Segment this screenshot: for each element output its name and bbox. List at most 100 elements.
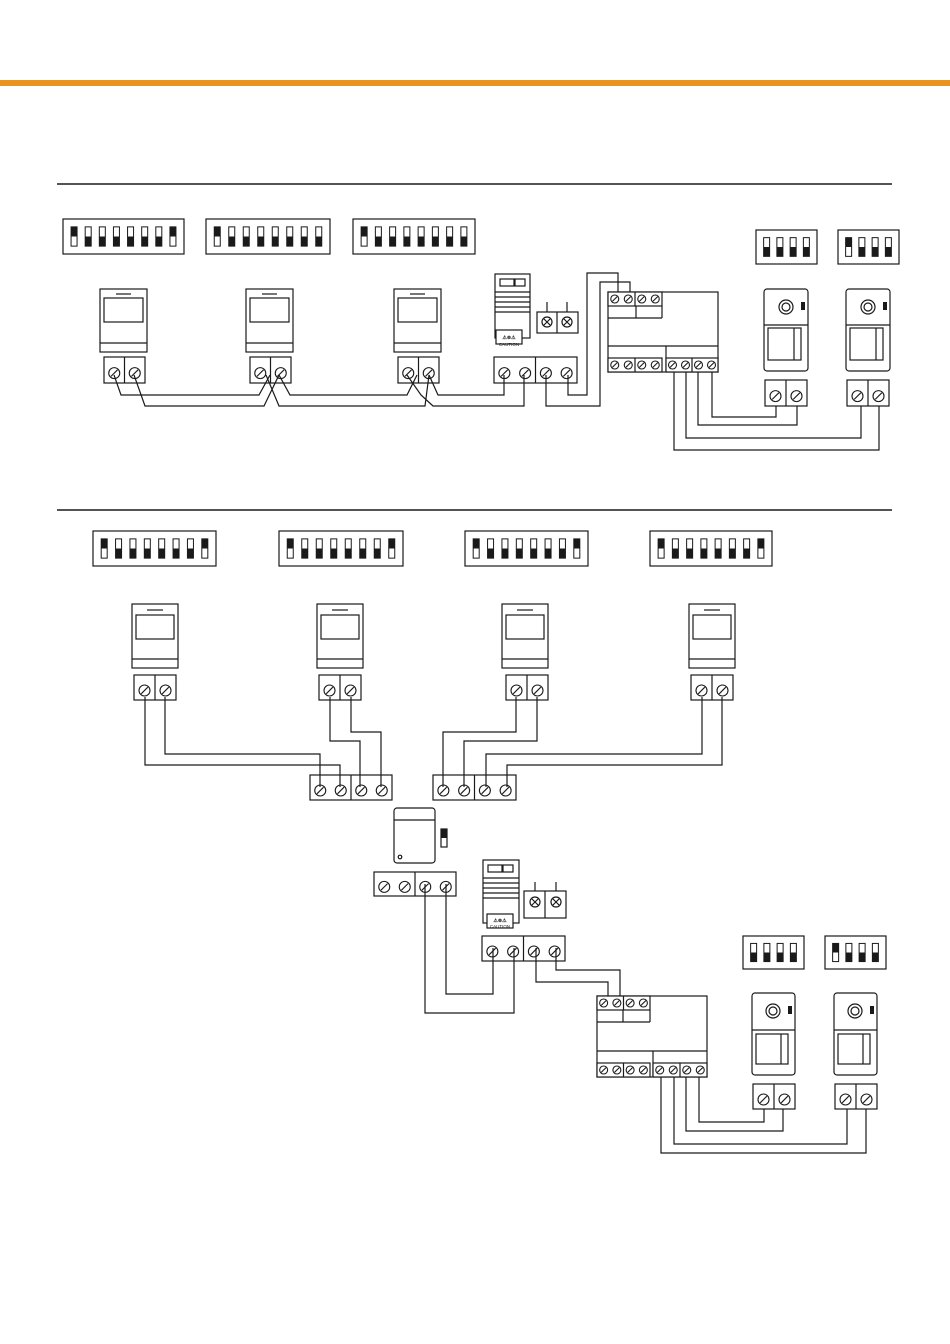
dip-toggle-off <box>531 549 537 559</box>
dip-toggle-on <box>389 539 395 549</box>
dip-toggle-off <box>390 237 396 247</box>
dip-toggle-off <box>287 237 293 247</box>
dip-toggle-off <box>316 237 322 247</box>
dip-toggle-off <box>872 953 878 962</box>
dip-toggle-off <box>729 549 735 559</box>
dip-toggle-off <box>715 549 721 559</box>
monitor-2 <box>317 604 363 668</box>
dip-toggle-off <box>885 247 891 256</box>
dip-switch-panel-1 <box>756 230 817 264</box>
dip-toggle-on <box>71 227 77 237</box>
dip-switch-monitor-4 <box>650 531 772 566</box>
dip-toggle-off <box>790 953 796 962</box>
monitor-3-terminal-block <box>506 675 548 700</box>
dip-toggle-off <box>374 549 380 559</box>
dip-toggle-on <box>202 539 208 549</box>
dip-toggle-off <box>116 549 122 559</box>
distributor-bottom-left-terminals <box>597 1063 650 1077</box>
dip-switch-monitor-1 <box>93 531 216 566</box>
door-panel-2-terminals <box>847 380 889 406</box>
dip-toggle-off <box>751 953 757 962</box>
section-2: ⚠⊗⚠ CAUTION <box>93 531 886 1153</box>
dip-toggle-off <box>502 549 508 559</box>
distributor-bottom-left-terminals <box>608 358 662 372</box>
dip-toggle-off <box>229 237 235 247</box>
dip-toggle-off <box>418 237 424 247</box>
distributor-bottom-right-terminals <box>666 358 718 372</box>
dip-toggle-off <box>777 247 783 256</box>
dip-toggle-off <box>488 549 494 559</box>
dip-toggle-off <box>764 247 770 256</box>
dip-toggle-off <box>375 237 381 247</box>
dip-switch-panel-1 <box>743 936 804 969</box>
dip-toggle-off <box>144 549 150 559</box>
dip-toggle-off <box>859 953 865 962</box>
dip-switch-panel-2 <box>838 230 899 264</box>
door-panel-2 <box>846 289 890 371</box>
dip-toggle-off <box>301 237 307 247</box>
junction-left-terminals <box>310 775 392 800</box>
svg-text:⚠⊗⚠: ⚠⊗⚠ <box>502 335 516 341</box>
dip-switch-monitor-2 <box>279 531 403 566</box>
dip-toggle-on <box>846 238 852 247</box>
monitor-2-terminal-block <box>319 675 361 700</box>
dip-toggle-off <box>360 549 366 559</box>
dip-toggle-off <box>130 549 136 559</box>
distributor-top-terminals <box>608 292 662 306</box>
monitor-4 <box>689 604 735 668</box>
caution-label: CAUTION <box>490 924 510 929</box>
dip-toggle-on <box>101 539 107 549</box>
dip-toggle-on <box>287 539 293 549</box>
monitor-2-terminal-block <box>250 357 291 383</box>
dip-toggle-off <box>790 247 796 256</box>
monitor-3-terminal-block <box>398 357 439 383</box>
dip-toggle-off <box>113 237 119 247</box>
power-supply-terminal-block <box>482 936 565 961</box>
door-panel-1 <box>764 289 808 371</box>
power-supply-unit: ⚠⊗⚠ CAUTION <box>495 274 530 347</box>
dip-toggle-off <box>302 549 308 559</box>
dip-toggle-off <box>872 247 878 256</box>
dip-toggle-off <box>156 237 162 247</box>
dip-toggle-off <box>744 549 750 559</box>
dip-toggle-off <box>331 549 337 559</box>
dip-toggle-off <box>672 549 678 559</box>
monitor-4-terminal-block <box>691 675 733 700</box>
dip-switch-monitor-1 <box>63 219 184 254</box>
dip-toggle-off <box>859 247 865 256</box>
dip-switch-monitor-2 <box>206 219 330 254</box>
monitor-1-terminal-block <box>104 357 145 383</box>
dip-toggle-off <box>404 237 410 247</box>
distributor-top-terminals <box>597 996 650 1010</box>
dip-toggle-off <box>545 549 551 559</box>
monitor-1-terminal-block <box>134 675 176 700</box>
dip-toggle-off <box>159 549 165 559</box>
dip-toggle-off <box>99 237 105 247</box>
door-panel-1-terminals <box>753 1084 795 1109</box>
monitor-1 <box>132 604 178 668</box>
distributor-switch[interactable] <box>441 829 447 838</box>
dip-toggle-off <box>187 549 193 559</box>
dip-toggle-off <box>687 549 693 559</box>
dip-toggle-off <box>701 549 707 559</box>
dip-toggle-on <box>361 227 367 237</box>
section-1: ⚠⊗⚠ CAUTION <box>63 219 899 450</box>
dip-toggle-off <box>846 953 852 962</box>
dip-switch-monitor-3 <box>353 219 475 254</box>
caution-label: CAUTION <box>499 342 519 347</box>
bus-distributor <box>394 808 447 863</box>
dip-toggle-off <box>559 549 565 559</box>
mains-input-terminals <box>537 302 578 333</box>
dip-toggle-off <box>516 549 522 559</box>
monitor-3 <box>502 604 548 668</box>
dip-toggle-off <box>803 247 809 256</box>
dip-toggle-off <box>272 237 278 247</box>
door-panel-1-terminals <box>765 380 807 406</box>
power-supply-terminal-block <box>494 357 577 383</box>
dip-toggle-off <box>128 237 134 247</box>
header-accent-bar <box>0 80 950 86</box>
door-panel-1 <box>752 993 795 1075</box>
dip-toggle-off <box>764 953 770 962</box>
dip-toggle-off <box>432 237 438 247</box>
